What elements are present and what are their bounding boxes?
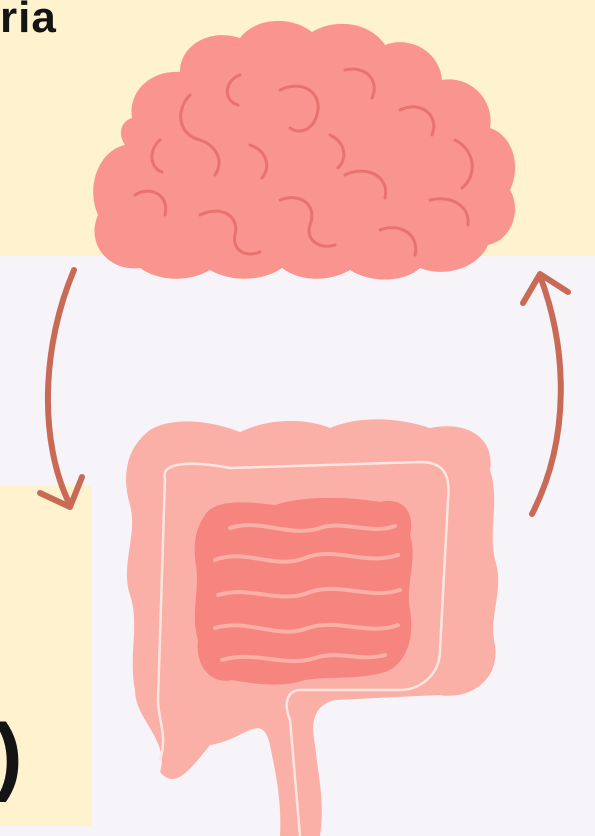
brain-illustration [93,21,515,280]
intestine-illustration [126,419,498,836]
arrow-down-curve [40,270,82,507]
arrow-up-curve [523,274,568,514]
